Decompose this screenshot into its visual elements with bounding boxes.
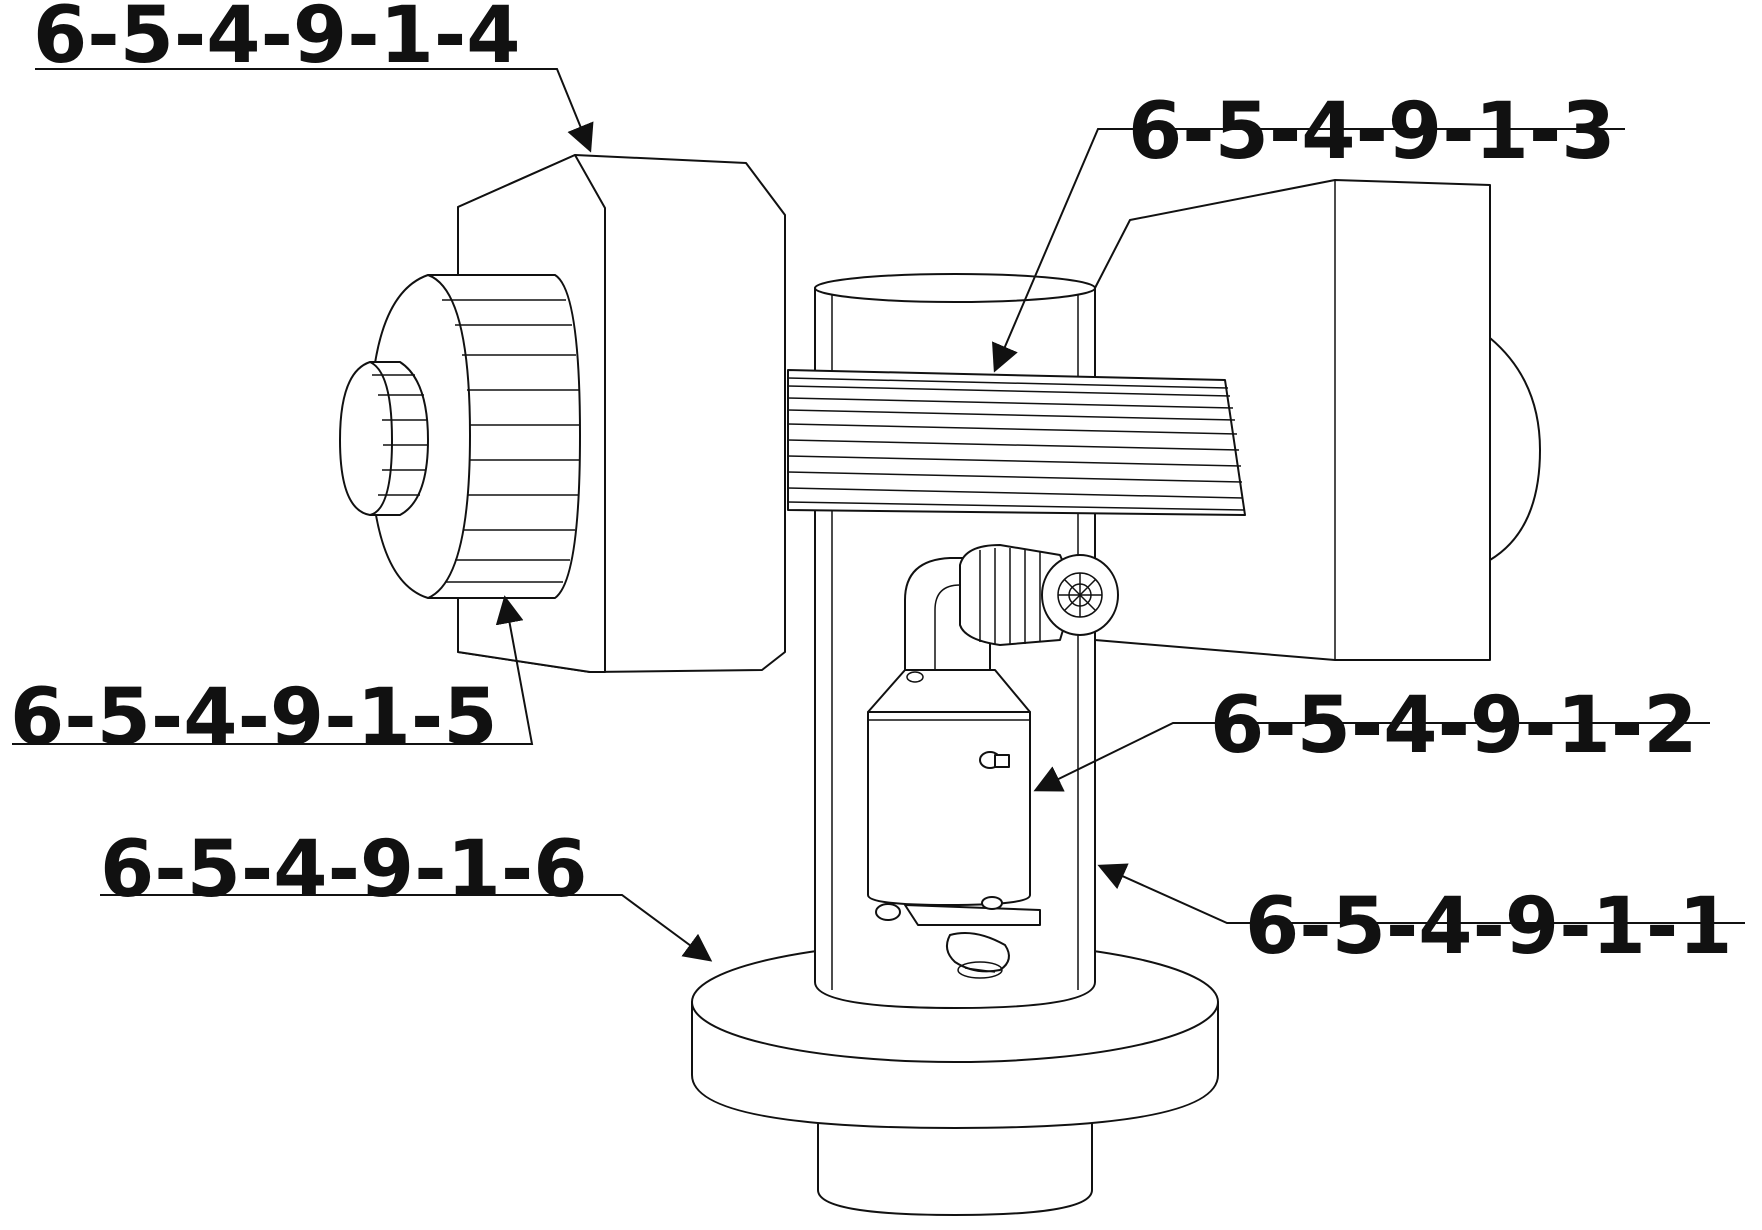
callout-label-c4: 6-5-4-9-1-4 — [33, 0, 521, 81]
horizontal-shaft — [787, 369, 1246, 516]
callout-labels: 6-5-4-9-1-4 6-5-4-9-1-3 6-5-4-9-1-5 6-5-… — [10, 0, 1733, 972]
leader-c5 — [12, 595, 534, 745]
leader-c3 — [992, 128, 1625, 373]
leader-c4 — [35, 68, 594, 153]
camera-assembly — [867, 544, 1119, 979]
callout-label-c3: 6-5-4-9-1-3 — [1128, 87, 1616, 177]
callout-label-c6: 6-5-4-9-1-6 — [100, 825, 588, 915]
right-block — [1094, 179, 1541, 661]
leader-c2 — [1033, 722, 1710, 792]
leader-lines — [12, 68, 1745, 962]
callout-label-c5: 6-5-4-9-1-5 — [10, 673, 498, 763]
leader-c6 — [100, 894, 713, 962]
callout-label-c1: 6-5-4-9-1-1 — [1245, 882, 1733, 972]
left-hub — [339, 274, 581, 599]
callout-label-c2: 6-5-4-9-1-2 — [1210, 681, 1698, 771]
leader-c1 — [1097, 863, 1745, 924]
